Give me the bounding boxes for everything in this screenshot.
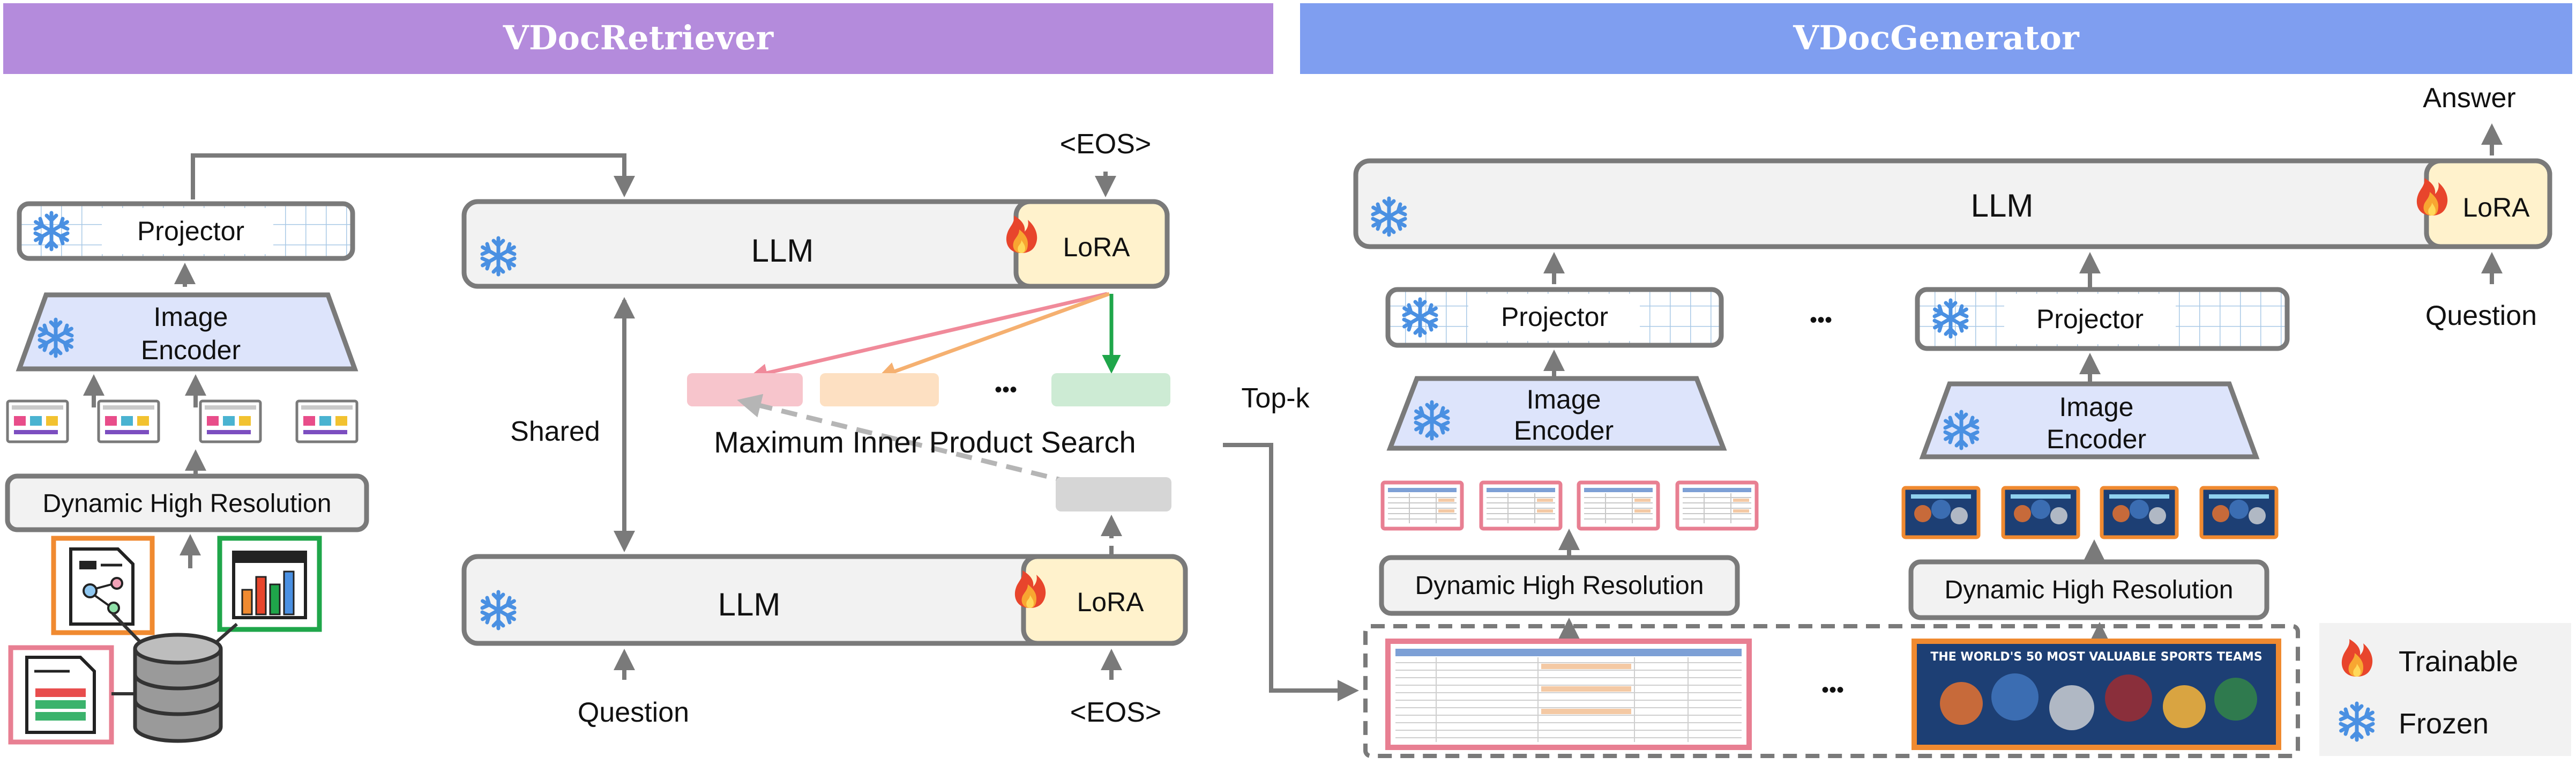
retriever-dynamic-high-resolution: Dynamic High Resolution	[5, 473, 369, 532]
eos-bottom-label: <EOS>	[1070, 697, 1162, 728]
image-tile	[2102, 488, 2177, 537]
generator-title: VDocGenerator	[1793, 18, 2080, 57]
eos-top-label: <EOS>	[1060, 129, 1152, 160]
projector-left-label: Projector	[1501, 302, 1608, 332]
generator-tiles-right	[1903, 488, 2276, 537]
retriever-image-encoder: Image Encoder	[16, 292, 359, 372]
retriever-image-tiles	[8, 401, 357, 442]
image-tile	[297, 401, 357, 442]
topk-label: Top-k	[1241, 383, 1310, 414]
generator-projector-left: Projector	[1385, 287, 1724, 348]
retriever-projector: Projector	[17, 201, 355, 261]
dhr-left-label: Dynamic High Resolution	[1415, 572, 1704, 600]
query-embedding	[1056, 477, 1171, 511]
retrieved-documents-container: ••• THE WORLD'S 50 MOST VALUABLE SPORTS …	[1363, 624, 2300, 758]
embedding-pink	[687, 373, 803, 406]
answer-label: Answer	[2423, 83, 2515, 114]
generator-projector-right: Projector	[1915, 287, 2290, 351]
legend: Trainable Frozen	[2319, 623, 2571, 756]
projector-label: Projector	[137, 216, 244, 246]
projector-right-label: Projector	[2036, 304, 2144, 334]
generator-lora-label: LoRA	[2462, 192, 2530, 222]
similarity-arrow-orange	[877, 292, 1110, 380]
image-encoder-label-line2: Encoder	[141, 335, 241, 365]
poster-title: THE WORLD'S 50 MOST VALUABLE SPORTS TEAM…	[1930, 650, 2262, 664]
generator-tiles-left	[1383, 483, 1757, 529]
retriever-llm-top: LLM LoRA	[461, 199, 1170, 289]
generator-image-encoder-left: Image Encoder	[1386, 376, 1727, 451]
embedding-ellipsis: •••	[995, 378, 1017, 402]
table-document-icon	[25, 656, 96, 734]
projector-to-llm-arrow	[191, 153, 635, 199]
query-similarity-arrow	[737, 394, 1073, 485]
lora-top-label: LoRA	[1063, 232, 1130, 262]
question-label: Question	[578, 697, 689, 728]
bar-chart-document-icon	[232, 551, 307, 619]
retrieved-docs-ellipsis: •••	[1821, 678, 1844, 702]
generator-banner: VDocGenerator	[1300, 3, 2572, 74]
dhr-label: Dynamic High Resolution	[43, 489, 332, 518]
lora-bottom-label: LoRA	[1077, 587, 1144, 617]
image-tile	[1383, 483, 1462, 529]
image-tile	[1677, 483, 1757, 529]
retrieved-poster-document: THE WORLD'S 50 MOST VALUABLE SPORTS TEAM…	[1912, 639, 2281, 750]
retriever-banner: VDocRetriever	[3, 3, 1273, 74]
image-tile	[1903, 488, 1978, 537]
generator-llm: LLM LoRA	[1353, 158, 2552, 249]
image-encoder-label-line1: Image	[154, 302, 228, 332]
topk-arrow	[1223, 443, 1359, 701]
retrieved-table-document	[1385, 639, 1752, 750]
mips-label: Maximum Inner Product Search	[714, 425, 1136, 459]
image-tile	[8, 401, 68, 442]
generator-llm-label: LLM	[1971, 188, 2034, 224]
image-tile	[200, 401, 260, 442]
image-tile	[2003, 488, 2078, 537]
image-tile	[1579, 483, 1658, 529]
generator-question-label: Question	[2425, 300, 2537, 331]
dhr-right-label: Dynamic High Resolution	[1945, 576, 2234, 604]
llm-top-label: LLM	[751, 233, 814, 269]
legend-trainable: Trainable	[2399, 646, 2518, 678]
embedding-orange	[820, 373, 939, 406]
similarity-arrow-pink	[749, 292, 1108, 382]
retriever-llm-bottom: LLM LoRA	[461, 554, 1188, 646]
legend-frozen: Frozen	[2399, 708, 2489, 740]
image-encoder-left-line2: Encoder	[1514, 416, 1614, 446]
image-encoder-right-line1: Image	[2059, 392, 2134, 422]
embedding-green	[1051, 373, 1170, 406]
image-tile	[2201, 488, 2276, 537]
document-embeddings: •••	[687, 373, 1170, 406]
retriever-title: VDocRetriever	[503, 18, 774, 57]
document-corpus	[8, 536, 322, 745]
generator-image-encoder-right: Image Encoder	[1919, 381, 2260, 459]
generator-columns-ellipsis: •••	[1810, 308, 1832, 332]
generator-dhr-right: Dynamic High Resolution	[1908, 559, 2269, 620]
image-encoder-left-line1: Image	[1527, 384, 1601, 414]
generator-dhr-left: Dynamic High Resolution	[1379, 555, 1740, 616]
llm-bottom-label: LLM	[718, 587, 781, 622]
database-icon	[111, 612, 238, 743]
image-tile	[99, 401, 159, 442]
shared-label: Shared	[510, 416, 600, 447]
flowchart-document-icon	[69, 547, 135, 626]
image-tile	[1481, 483, 1560, 529]
image-encoder-right-line2: Encoder	[2047, 424, 2146, 454]
